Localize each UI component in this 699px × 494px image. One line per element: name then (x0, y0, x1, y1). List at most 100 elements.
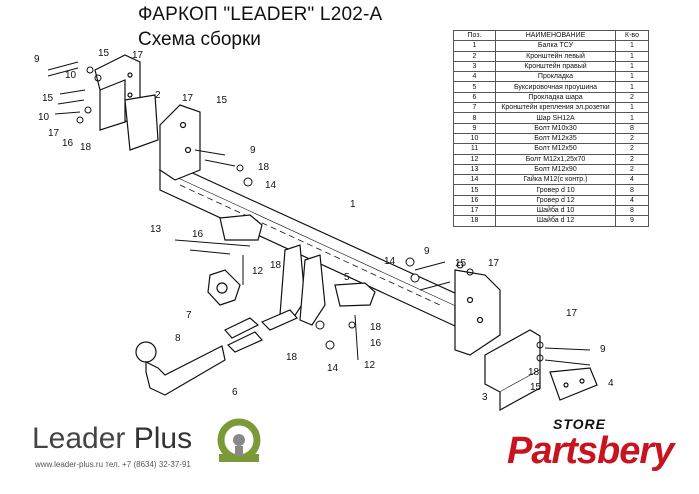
diagram-title: ФАРКОП "LEADER" L202-A (138, 4, 383, 25)
cell-qty: 1 (615, 112, 649, 124)
callout-5: 5 (344, 272, 350, 283)
callout-10b: 10 (38, 112, 50, 123)
cell-qty: 1 (615, 81, 649, 93)
cell-qty: 1 (615, 60, 649, 73)
cell-name: Шар SH12A (495, 112, 616, 124)
cell-pos: 12 (453, 153, 496, 165)
cell-qty: 8 (615, 205, 649, 217)
callout-9d: 9 (600, 344, 606, 355)
brand-name-part2: Plus (133, 422, 193, 455)
cell-name: Болт M12x1,25x70 (495, 153, 616, 165)
callout-14a: 14 (265, 180, 277, 191)
header-name: НАИМЕНОВАНИЕ (495, 29, 616, 42)
callout-8: 8 (175, 333, 181, 344)
brand-name: Leader Plus (32, 422, 192, 456)
callout-16b: 16 (192, 229, 204, 240)
store-tag: STORE (553, 416, 606, 432)
cell-qty: 1 (615, 40, 649, 52)
cell-name: Гровер d 12 (495, 194, 616, 207)
diagram-subtitle: Схема сборки (138, 29, 261, 50)
cell-pos: 13 (453, 163, 496, 176)
cell-pos: 10 (453, 132, 496, 145)
cell-pos: 18 (453, 215, 496, 227)
cell-qty: 2 (615, 132, 649, 145)
ball-shims-6 (224, 309, 298, 353)
callout-14b: 14 (384, 256, 396, 267)
cell-pos: 3 (453, 60, 496, 73)
header-pos: Поз. (453, 29, 496, 42)
callout-10a: 10 (65, 70, 77, 81)
cell-qty: 1 (615, 71, 649, 83)
cell-qty: 8 (615, 184, 649, 196)
cell-pos: 7 (453, 102, 496, 114)
cell-name: Болт M12x50 (495, 143, 616, 155)
brand-name-part1: Leader (32, 422, 134, 455)
callout-15d: 15 (455, 258, 467, 269)
callout-17a: 17 (132, 50, 144, 61)
callout-9a: 9 (34, 54, 40, 65)
cell-qty: 1 (615, 50, 649, 62)
callouts: 1 2 3 4 5 6 7 8 9 9 9 9 10 10 12 12 13 1… (34, 48, 614, 403)
cell-qty: 2 (615, 163, 649, 176)
cell-pos: 15 (453, 184, 496, 196)
cell-name: Кронштейн крепления эл.розетки (495, 102, 616, 114)
cell-pos: 9 (453, 122, 496, 134)
callout-14c: 14 (327, 363, 339, 374)
callout-16a: 16 (62, 138, 74, 149)
callout-15a: 15 (98, 48, 110, 59)
left-bracket-2 (94, 54, 159, 151)
cell-qty: 9 (615, 215, 649, 227)
callout-7: 7 (186, 310, 192, 321)
callout-18f: 18 (528, 367, 540, 378)
callout-18b: 18 (258, 162, 270, 173)
pad-4 (549, 367, 598, 401)
callout-17c: 17 (182, 93, 194, 104)
callout-18e: 18 (370, 322, 382, 333)
callout-15c: 15 (216, 95, 228, 106)
cell-pos: 14 (453, 174, 496, 186)
cell-qty: 2 (615, 153, 649, 165)
cell-name: Прокладка (495, 71, 616, 83)
cell-name: Кронштейн правый (495, 60, 616, 73)
cell-pos: 17 (453, 205, 496, 217)
cell-qty: 4 (615, 174, 649, 186)
socket-bracket-7 (207, 269, 241, 306)
cell-pos: 8 (453, 112, 496, 124)
cell-name: Болт M10x30 (495, 122, 616, 134)
cell-qty: 8 (615, 122, 649, 134)
cell-qty: 2 (615, 143, 649, 155)
hardware (47, 61, 591, 366)
cell-name: Болт M12x35 (495, 132, 616, 145)
cell-name: Гровер d 10 (495, 184, 616, 196)
partsbery-logo: Partsbery (507, 430, 674, 472)
callout-15e: 15 (530, 382, 542, 393)
callout-16c: 16 (370, 338, 382, 349)
callout-4: 4 (608, 378, 614, 389)
header-qty: К-во (615, 29, 649, 42)
cell-name: Болт M12x90 (495, 163, 616, 176)
callout-9b: 9 (250, 145, 256, 156)
cell-pos: 6 (453, 91, 496, 104)
callout-12a: 12 (252, 266, 264, 277)
cell-pos: 2 (453, 50, 496, 62)
cell-pos: 5 (453, 81, 496, 93)
leader-plus-logo-icon (217, 418, 261, 462)
callout-18c: 18 (270, 260, 282, 271)
cell-name: Кронштейн левый (495, 50, 616, 62)
tow-ball-8 (135, 341, 226, 396)
